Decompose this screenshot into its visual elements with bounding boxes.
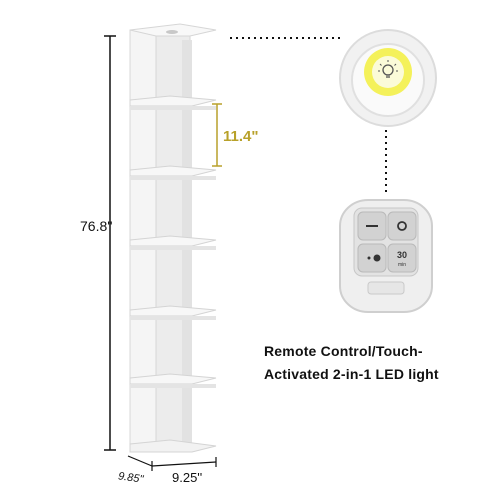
corner-shelf-unit: [129, 23, 217, 453]
shelf-3: [129, 235, 217, 250]
shelf-5: [129, 373, 217, 388]
bulb-icon: [378, 60, 398, 78]
dotted-connector: [230, 37, 387, 196]
height-label: 76.8'': [80, 218, 113, 234]
base-dimension-lines: [127, 455, 217, 471]
shelf-4: [129, 305, 217, 320]
shelf-spacing-label: 11.4": [223, 128, 259, 145]
caption-line-1: Remote Control/Touch-: [264, 343, 423, 359]
shelf-2: [129, 165, 217, 180]
timer-unit: min: [398, 262, 406, 268]
shelf-spacing-dimension: [212, 103, 222, 167]
height-dimension-line: [104, 35, 116, 451]
timer-label: 30: [397, 250, 407, 260]
puck-light: [339, 29, 437, 127]
width-label: 9.25'': [172, 470, 203, 485]
caption-line-2: Activated 2-in-1 LED light: [264, 366, 439, 382]
shelf-1: [129, 95, 217, 110]
remote-control: [339, 199, 433, 313]
light-caption: Remote Control/Touch- Activated 2-in-1 L…: [264, 340, 494, 386]
